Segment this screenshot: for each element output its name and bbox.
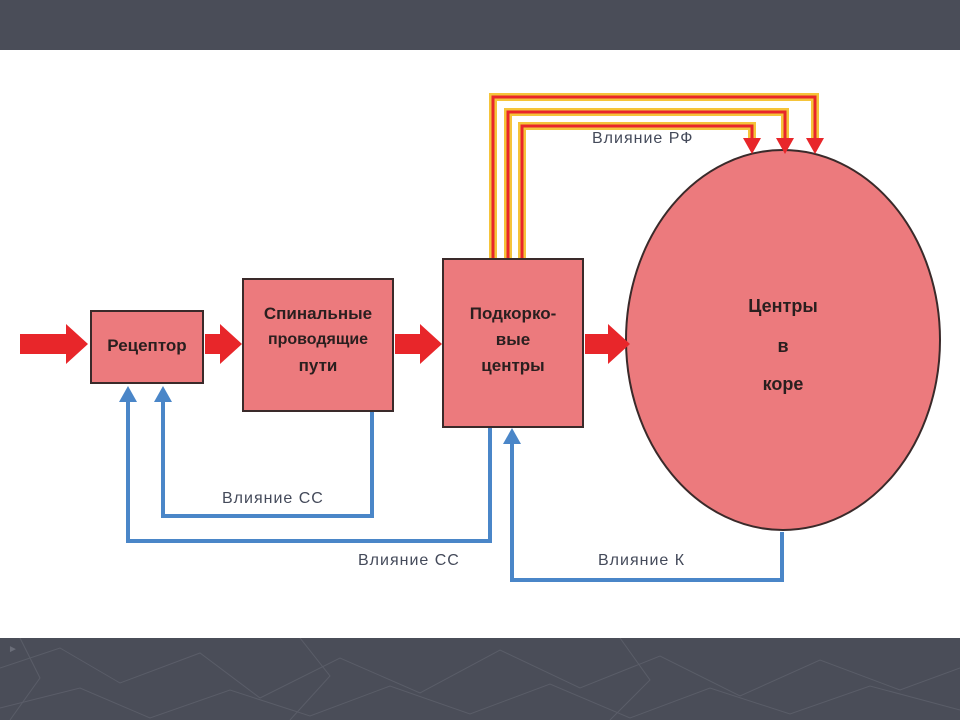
arrow-subcortical-to-cortex xyxy=(585,324,630,364)
rf-influence-label: Влияние РФ xyxy=(592,130,694,147)
ss-inner-path xyxy=(161,400,374,518)
slide-top-band xyxy=(0,0,960,50)
input-arrow xyxy=(20,324,88,364)
subcortical-centers-node xyxy=(442,258,584,428)
ss-inner-influence-label: Влияние СС xyxy=(222,490,324,507)
rf-arrowheads xyxy=(743,138,824,154)
rf-pathways xyxy=(489,93,819,258)
cortex-label-line-3: коре xyxy=(762,374,804,394)
feedback-arrowheads xyxy=(119,386,521,444)
decorative-pattern xyxy=(0,638,960,720)
feedback-pathways xyxy=(126,400,784,582)
k-path xyxy=(510,442,784,582)
arrow-spinal-to-subcortical xyxy=(395,324,442,364)
spinal-pathways-node xyxy=(242,278,394,412)
spinal-label-line-3: пути xyxy=(298,356,338,375)
spinal-label-line-2: проводящие xyxy=(267,331,369,348)
ss-outer-path xyxy=(126,400,492,543)
cortex-label-line-2: в xyxy=(777,336,789,356)
slide-bottom-band xyxy=(0,638,960,720)
ss-outer-influence-label: Влияние СС xyxy=(358,552,460,569)
subcortical-label-line-2: вые xyxy=(495,330,531,349)
bullet-icon: ► xyxy=(8,644,18,655)
forward-arrows xyxy=(20,324,630,364)
cortex-label-line-1: Центры xyxy=(748,296,818,316)
subcortical-label-line-1: Подкорко- xyxy=(469,304,557,323)
subcortical-label-line-3: центры xyxy=(481,356,545,375)
spinal-label-line-1: Спинальные xyxy=(263,304,373,323)
receptor-label: Рецептор xyxy=(107,336,187,355)
k-influence-label: Влияние К xyxy=(598,552,686,569)
arrow-receptor-to-spinal xyxy=(205,324,242,364)
receptor-node xyxy=(90,310,204,384)
